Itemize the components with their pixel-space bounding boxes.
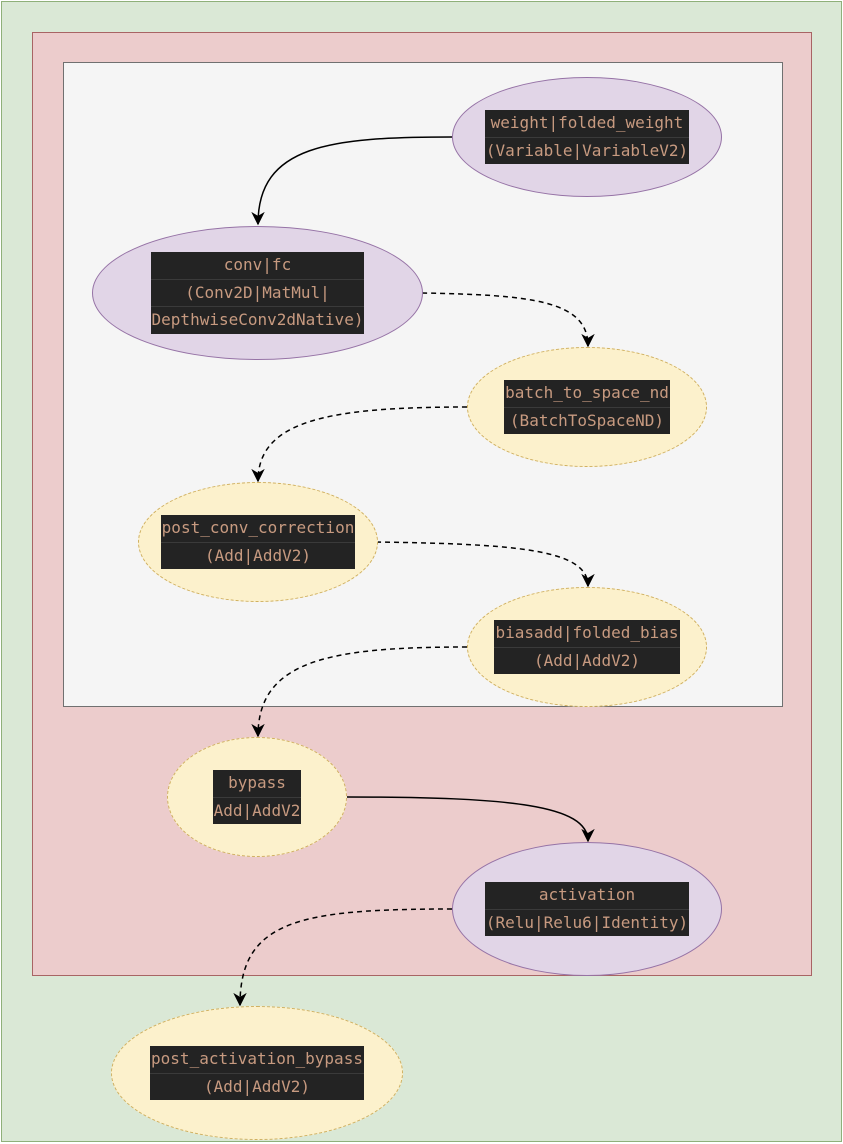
node-bypass-line-2: Add|AddV2 [212,797,302,824]
node-bypass[interactable]: bypass Add|AddV2 [167,737,347,857]
edge-weight-to-conv [251,136,453,226]
edge-batch-to-space-to-post-conv-correction [251,406,468,483]
node-batch-to-space-line-1: batch_to_space_nd [504,380,670,408]
node-post-activation-bypass-line-1: post_activation_bypass [150,1046,364,1074]
edge-conv-to-batch-to-space [421,292,595,348]
node-weight-line-2: (Variable|VariableV2) [484,137,690,164]
edge-post-conv-correction-to-biasadd [375,541,595,588]
node-post-activation-bypass-line-2: (Add|AddV2) [150,1073,364,1100]
node-activation-line-2: (Relu|Relu6|Identity) [484,909,690,936]
node-post-conv-correction-line-1: post_conv_correction [160,515,356,543]
node-weight-line-1: weight|folded_weight [484,110,690,138]
node-conv-line-2: (Conv2D|MatMul| [150,279,365,308]
node-post-conv-correction[interactable]: post_conv_correction (Add|AddV2) [138,482,378,602]
node-activation-line-1: activation [484,882,690,910]
node-conv-line-1: conv|fc [150,252,365,280]
edge-activation-to-post-activation-bypass [233,908,453,1007]
node-post-activation-bypass[interactable]: post_activation_bypass (Add|AddV2) [111,1006,403,1140]
edge-bypass-to-activation [346,796,595,843]
node-activation[interactable]: activation (Relu|Relu6|Identity) [452,842,722,976]
node-post-conv-correction-line-2: (Add|AddV2) [160,542,356,569]
node-conv[interactable]: conv|fc (Conv2D|MatMul| DepthwiseConv2dN… [92,226,423,360]
node-batch-to-space[interactable]: batch_to_space_nd (BatchToSpaceND) [467,347,707,467]
node-bypass-line-1: bypass [212,770,302,798]
node-biasadd-line-1: biasadd|folded_bias [494,620,680,648]
node-conv-line-3: DepthwiseConv2dNative) [150,307,365,334]
edge-biasadd-to-bypass [251,646,468,738]
node-biasadd-line-2: (Add|AddV2) [494,647,680,674]
node-biasadd[interactable]: biasadd|folded_bias (Add|AddV2) [467,587,707,707]
node-batch-to-space-line-2: (BatchToSpaceND) [504,407,670,434]
node-weight[interactable]: weight|folded_weight (Variable|VariableV… [452,77,722,197]
